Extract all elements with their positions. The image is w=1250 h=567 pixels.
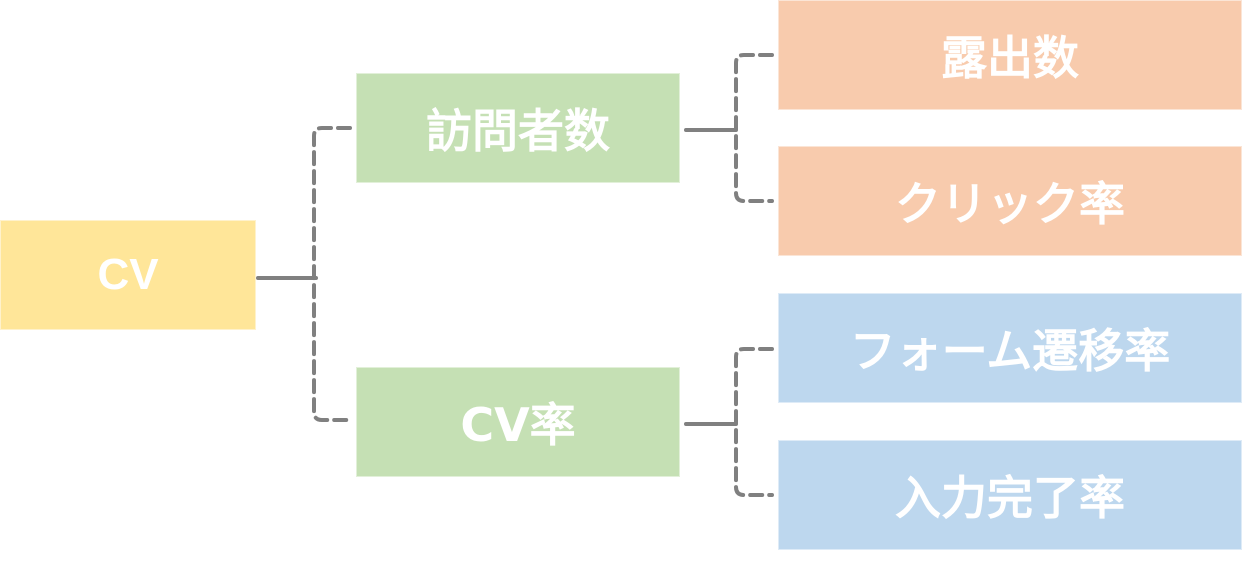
node-cv-label: CV: [97, 250, 159, 299]
connector-root-bracket: [312, 126, 352, 422]
node-cv: CV: [0, 220, 256, 330]
node-input-completion-rate-label: 入力完了率: [895, 471, 1125, 525]
node-input-completion-rate: 入力完了率: [778, 440, 1242, 550]
node-impressions-label: 露出数: [941, 31, 1079, 85]
node-visitors: 訪問者数: [356, 73, 680, 183]
node-cv-rate: CV率: [356, 367, 680, 477]
connector-visitors-bracket: [734, 53, 774, 203]
node-form-transition-rate-label: フォーム遷移率: [849, 324, 1171, 378]
node-impressions: 露出数: [778, 0, 1242, 110]
node-click-rate: クリック率: [778, 146, 1242, 256]
node-visitors-label: 訪問者数: [426, 104, 610, 158]
node-form-transition-rate: フォーム遷移率: [778, 293, 1242, 403]
node-click-rate-label: クリック率: [895, 177, 1125, 231]
connector-cvr-bracket: [734, 347, 774, 497]
node-cv-rate-label: CV率: [460, 398, 576, 452]
